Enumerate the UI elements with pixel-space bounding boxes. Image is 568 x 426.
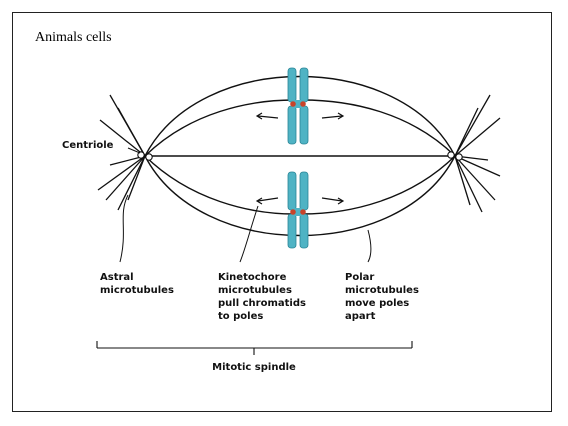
mitotic-spindle-label: Mitotic spindle [212,362,296,373]
spindle-bracket [97,341,412,355]
polar-label-line-1: Polar [345,272,374,283]
right-aster [455,95,500,212]
kinetochore-label-line-4: to poles [218,311,263,322]
chromosome-top [288,68,308,144]
astral-label-line-1: Astral [100,272,134,283]
kinetochore-dot [290,209,296,215]
kinetochore-label-line-2: microtubules [218,285,292,296]
chromosome-bottom [288,172,308,248]
centriole-label: Centriole [62,140,114,151]
kinetochore-dot [300,101,306,107]
kinetochore-label-line-3: pull chromatids [218,298,306,309]
kinetochore-dot [290,101,296,107]
kinetochore-dot [300,209,306,215]
polar-label-line-2: microtubules [345,285,419,296]
polar-label-line-3: move poles [345,298,409,309]
kinetochore-label-line-1: Kinetochore [218,272,287,283]
astral-label-line-2: microtubules [100,285,174,296]
polar-label-line-4: apart [345,311,376,322]
